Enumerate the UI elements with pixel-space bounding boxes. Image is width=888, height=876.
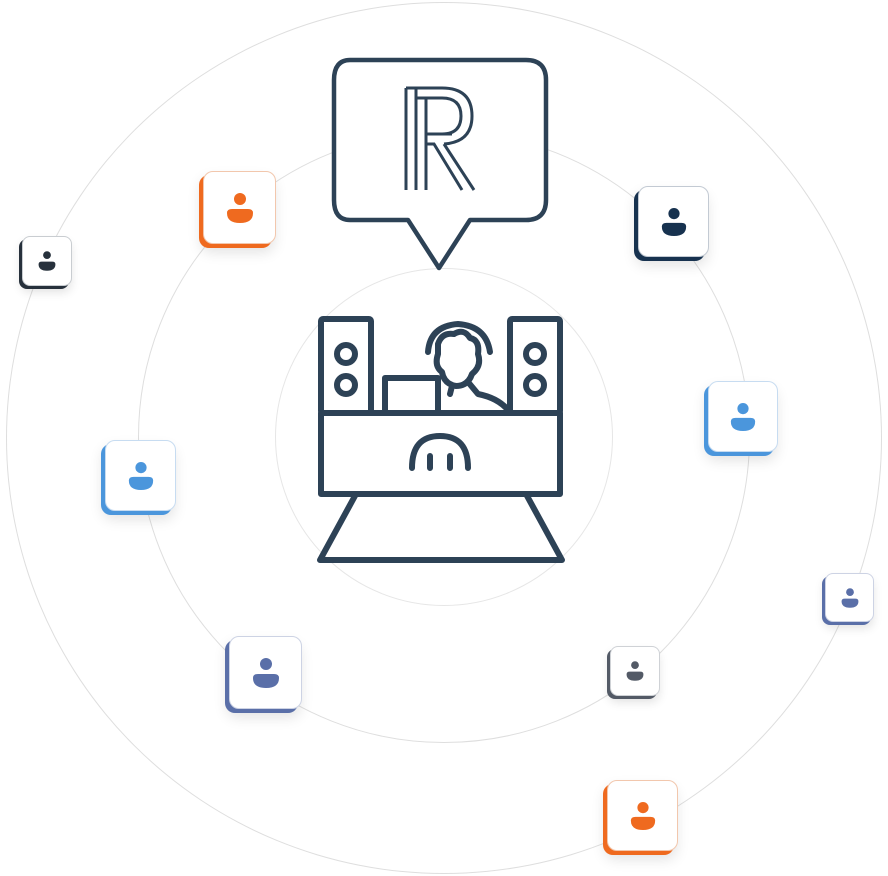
user-icon: [840, 587, 860, 609]
user-icon: [660, 206, 688, 238]
avatar-orange-top-left[interactable]: [203, 171, 276, 244]
dj-booth-icon: [312, 310, 572, 568]
user-icon: [729, 401, 757, 433]
speech-bubble-icon: [330, 56, 550, 274]
avatar-blue-left[interactable]: [105, 440, 176, 511]
avatar-slate-bottom-left[interactable]: [229, 636, 302, 709]
avatar-blue-right[interactable]: [708, 381, 778, 452]
avatar-charcoal-far-left[interactable]: [22, 236, 72, 286]
avatar-gray-bottom-right[interactable]: [610, 646, 660, 696]
user-icon: [37, 250, 57, 272]
user-icon: [251, 656, 281, 690]
avatar-navy-top-right[interactable]: [638, 186, 709, 257]
user-icon: [225, 191, 255, 225]
avatar-slate-far-right[interactable]: [825, 573, 874, 622]
avatar-orange-bottom[interactable]: [607, 780, 678, 851]
user-icon: [625, 660, 645, 682]
user-icon: [127, 460, 155, 492]
user-icon: [629, 800, 657, 832]
